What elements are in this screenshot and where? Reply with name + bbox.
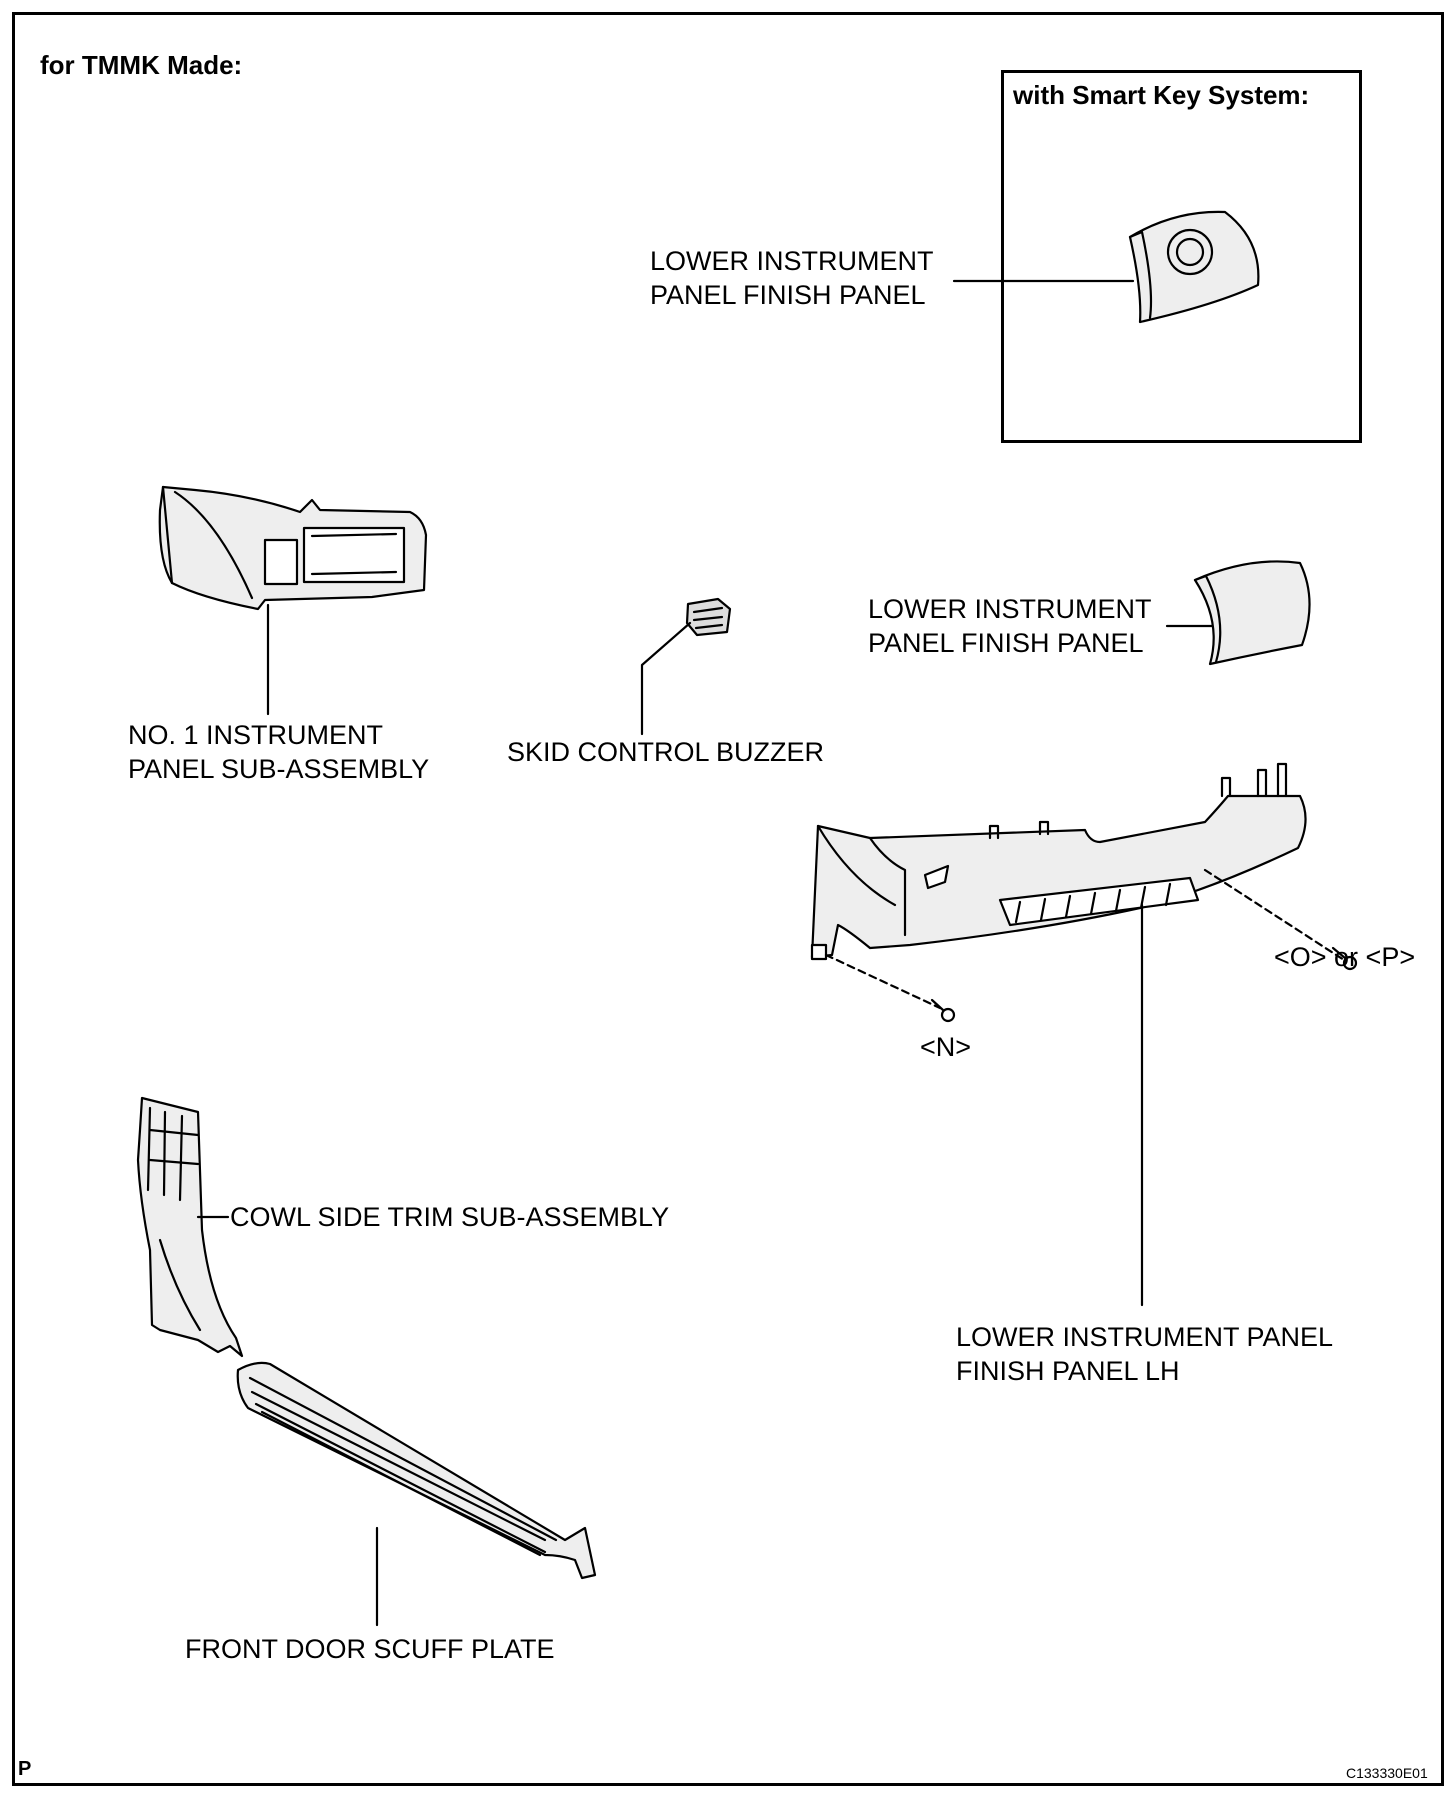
lower-finish-panel-lh-part [810, 762, 1307, 961]
corner-letter: P [18, 1758, 32, 1780]
front-door-scuff-plate-part [236, 1361, 597, 1580]
diagram-frame [12, 12, 1444, 1786]
label-fastener-n: <N> [920, 1032, 972, 1062]
no1-instrument-panel-part [158, 485, 428, 611]
label-front-door-scuff-plate: FRONT DOOR SCUFF PLATE [185, 1634, 555, 1664]
inset-title: with Smart Key System: [1013, 80, 1310, 110]
fastener-op-icon [1331, 946, 1358, 971]
dashed-line-n [824, 953, 942, 1010]
smart-key-finish-panel-part [1128, 210, 1260, 324]
label-cowl-side-trim: COWL SIDE TRIM SUB-ASSEMBLY [230, 1202, 670, 1232]
smart-key-inset-box [1001, 70, 1362, 443]
lower-finish-panel-part [1193, 560, 1311, 666]
label-skid-control-buzzer: SKID CONTROL BUZZER [507, 737, 825, 767]
label-fastener-op: <O> or <P> [1274, 942, 1416, 972]
page-title: for TMMK Made: [40, 50, 243, 80]
cowl-side-trim-part [136, 1096, 244, 1358]
label-no1-instrument-panel: NO. 1 INSTRUMENT PANEL SUB-ASSEMBLY [128, 720, 430, 784]
figure-code: C133330E01 [1346, 1765, 1428, 1781]
dashed-line-op [1203, 868, 1346, 962]
fastener-n-icon [930, 998, 956, 1023]
label-lower-finish-panel-lh: LOWER INSTRUMENT PANEL FINISH PANEL LH [956, 1322, 1334, 1386]
label-lower-finish-panel-smartkey: LOWER INSTRUMENT PANEL FINISH PANEL [650, 246, 934, 310]
leader-buzzer [640, 621, 692, 736]
label-lower-finish-panel: LOWER INSTRUMENT PANEL FINISH PANEL [868, 594, 1152, 658]
skid-control-buzzer-part [685, 597, 732, 637]
